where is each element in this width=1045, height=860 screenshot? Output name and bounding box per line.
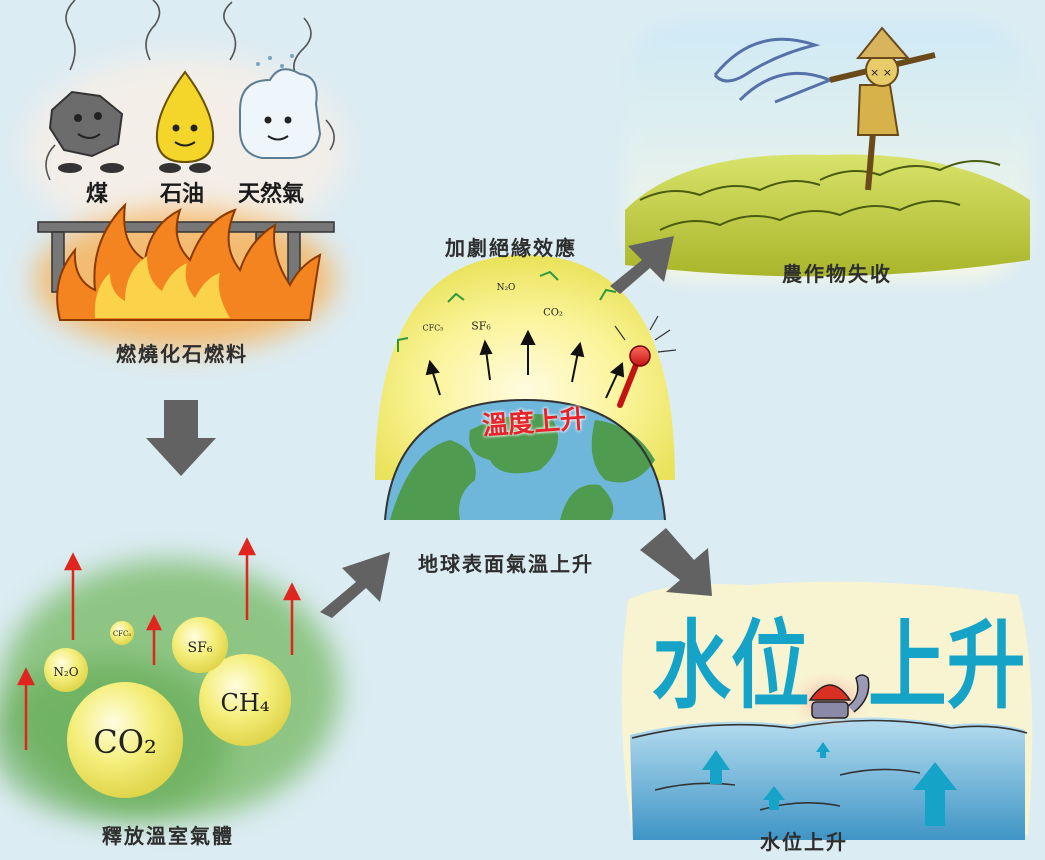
cfc-label: CFC₅ — [112, 630, 132, 638]
water-level-text: 水位 — [652, 610, 810, 722]
surface-temperature-label: 地球表面氣溫上升 — [418, 552, 594, 576]
reflected-arrows — [397, 270, 617, 352]
greenhouse-gas-panel — [0, 537, 340, 820]
thermometer-icon — [614, 315, 677, 408]
water-rise-panel — [621, 581, 1033, 840]
co2-bubble — [67, 682, 183, 798]
globe-gas-cfc: CFC₅ — [422, 323, 444, 333]
n2o-label: N₂O — [53, 665, 79, 679]
water-rise-label: 水位上升 — [760, 830, 848, 854]
fire-icon — [56, 202, 322, 321]
wave-lines — [631, 719, 1028, 811]
co2-label: CO₂ — [93, 723, 157, 761]
globe-gas-n2o: N₂O — [496, 283, 516, 293]
cfc-bubble — [110, 621, 134, 645]
arrow-to-globe — [320, 552, 390, 618]
coal-icon — [48, 90, 124, 173]
arrow-to-water — [640, 528, 712, 596]
down-arrow — [146, 400, 216, 476]
enhance-insulation-label: 加劇絕緣效應 — [445, 236, 577, 260]
burn-fossil-fuels-label: 燃燒化石燃料 — [116, 342, 248, 366]
wind-icon — [713, 37, 835, 104]
flow-arrows — [146, 236, 712, 618]
gas-bubbles — [44, 617, 291, 798]
crop-rows — [639, 160, 1001, 231]
coal-label: 煤 — [86, 182, 109, 207]
globe-gas-sf6: SF₆ — [471, 319, 491, 333]
water-arrows — [702, 742, 957, 826]
sf6-bubble — [172, 617, 228, 673]
oil-drop-icon — [155, 70, 215, 173]
globe-gas-co2: CO₂ — [543, 307, 563, 319]
heat-arrows — [425, 329, 625, 399]
scarecrow-icon: × × — [829, 26, 936, 191]
arrow-to-crops — [610, 236, 674, 294]
release-greenhouse-gas-label: 釋放溫室氣體 — [102, 824, 234, 848]
oil-label: 石油 — [160, 182, 205, 207]
swimmer-icon — [804, 674, 870, 719]
crop-failure-label: 農作物失收 — [782, 262, 892, 286]
n2o-bubble — [44, 648, 88, 692]
sf6-label: SF₆ — [187, 640, 213, 656]
crop-failure-panel: × × — [625, 20, 1030, 280]
natural-gas-icon — [239, 54, 322, 159]
ch4-label: CH₄ — [220, 689, 270, 717]
ch4-bubble — [199, 654, 291, 746]
rising-arrows — [16, 537, 302, 750]
globe-panel — [375, 255, 677, 521]
svg-text:× ×: × × — [870, 66, 892, 79]
fossil-fuel-panel — [25, 0, 345, 350]
temperature-rise-text: 溫度上升 — [481, 404, 588, 442]
rise-text: 上升 — [868, 610, 1026, 722]
natural-gas-label: 天然氣 — [238, 182, 305, 207]
